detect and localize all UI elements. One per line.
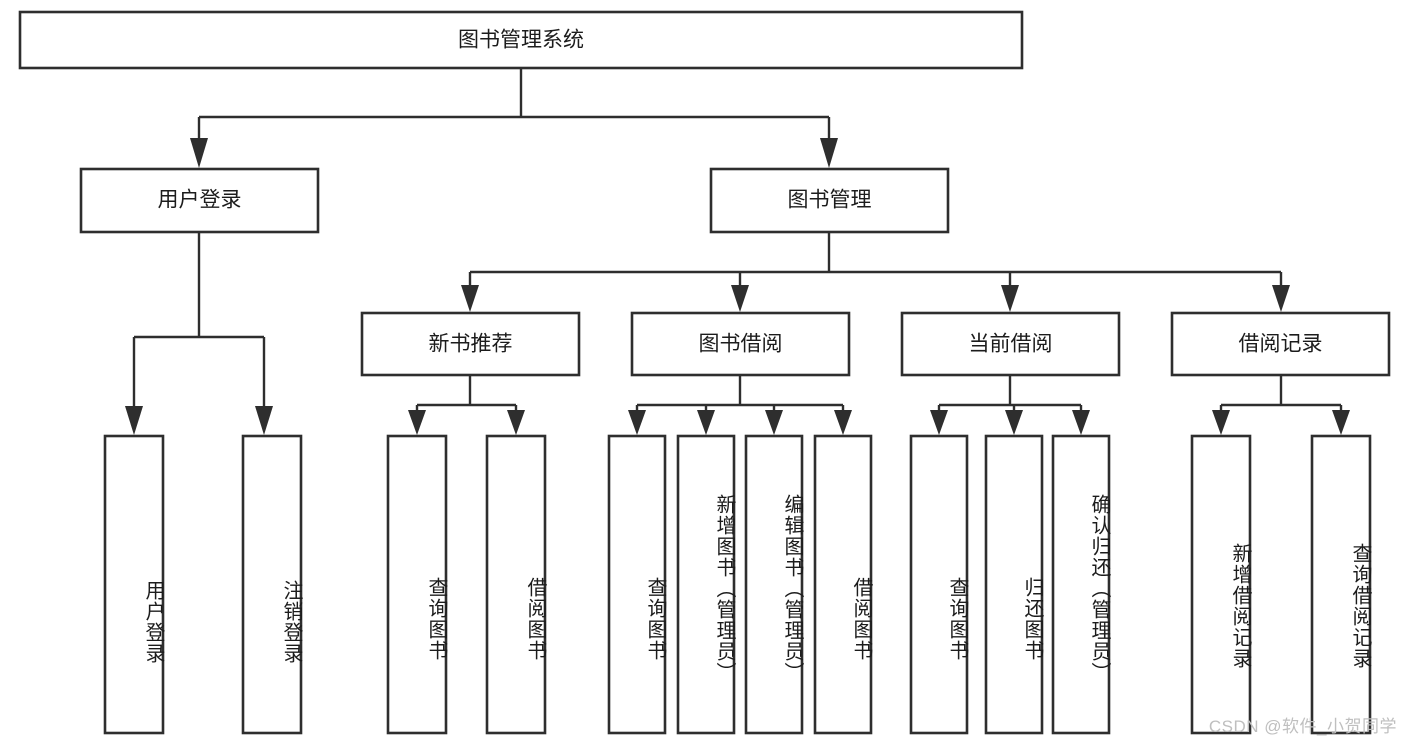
- connector-group-new-book-rec: [408, 375, 525, 435]
- arrow-head-new-book-rec: [461, 285, 479, 312]
- arrow-head-user-login: [190, 138, 208, 168]
- arrow-head-book-manage: [820, 138, 838, 168]
- arrow-head-leaf-query-book-2: [628, 410, 646, 435]
- arrow-head-leaf-user-login: [125, 406, 143, 435]
- connector-group-borrow-record: [1212, 375, 1350, 435]
- arrow-head-leaf-borrow-book-2: [834, 410, 852, 435]
- node-box-leaf-add-record[interactable]: [1190, 434, 1252, 735]
- node-box-leaf-return-book[interactable]: [984, 434, 1044, 735]
- arrow-head-leaf-query-book-3: [930, 410, 948, 435]
- arrow-head-leaf-query-book-1: [408, 410, 426, 435]
- connector-group-book-manage: [461, 232, 1290, 312]
- node-box-book-manage[interactable]: [709, 167, 950, 234]
- connector-group-current-borrow: [930, 375, 1090, 435]
- node-box-leaf-add-book[interactable]: [676, 434, 736, 735]
- node-box-leaf-borrow-book-2[interactable]: [813, 434, 873, 735]
- node-box-new-book-rec[interactable]: [360, 311, 581, 377]
- node-label-borrow-record: 借阅记录: [1239, 333, 1323, 356]
- arrow-head-leaf-return-book: [1005, 410, 1023, 435]
- node-box-leaf-borrow-book-1[interactable]: [485, 434, 547, 735]
- arrow-head-leaf-confirm-return: [1072, 410, 1090, 435]
- node-box-leaf-query-record[interactable]: [1310, 434, 1372, 735]
- node-box-leaf-logout[interactable]: [241, 434, 303, 735]
- arrow-head-leaf-logout: [255, 406, 273, 435]
- arrow-head-current-borrow: [1001, 285, 1019, 312]
- arrow-head-borrow-record: [1272, 285, 1290, 312]
- node-box-borrow-record[interactable]: [1170, 311, 1391, 377]
- node-box-leaf-confirm-return[interactable]: [1051, 434, 1111, 735]
- node-label-root: 图书管理系统: [458, 29, 584, 52]
- connector-group-root: [190, 68, 838, 168]
- node-box-current-borrow[interactable]: [900, 311, 1121, 377]
- node-label-new-book-rec: 新书推荐: [429, 333, 513, 356]
- arrow-head-leaf-add-record: [1212, 410, 1230, 435]
- watermark-text: CSDN @软件_小贺同学: [1208, 717, 1397, 736]
- node-label-book-borrow: 图书借阅: [699, 333, 783, 356]
- arrow-head-leaf-borrow-book-1: [507, 410, 525, 435]
- node-box-leaf-query-book-1[interactable]: [386, 434, 448, 735]
- node-label-book-manage: 图书管理: [788, 189, 872, 212]
- arrow-head-book-borrow: [731, 285, 749, 312]
- node-box-leaf-query-book-2[interactable]: [607, 434, 667, 735]
- arrow-head-leaf-add-book: [697, 410, 715, 435]
- node-box-root[interactable]: [18, 10, 1024, 70]
- node-box-book-borrow[interactable]: [630, 311, 851, 377]
- connector-group-user-login: [125, 232, 273, 435]
- node-label-current-borrow: 当前借阅: [969, 333, 1053, 356]
- node-box-leaf-edit-book[interactable]: [744, 434, 804, 735]
- node-box-leaf-user-login[interactable]: [103, 434, 165, 735]
- node-label-user-login: 用户登录: [158, 189, 242, 212]
- node-box-user-login[interactable]: [79, 167, 320, 234]
- connector-group-book-borrow: [628, 375, 852, 435]
- arrow-head-leaf-query-record: [1332, 410, 1350, 435]
- node-box-leaf-query-book-3[interactable]: [909, 434, 969, 735]
- arrow-head-leaf-edit-book: [765, 410, 783, 435]
